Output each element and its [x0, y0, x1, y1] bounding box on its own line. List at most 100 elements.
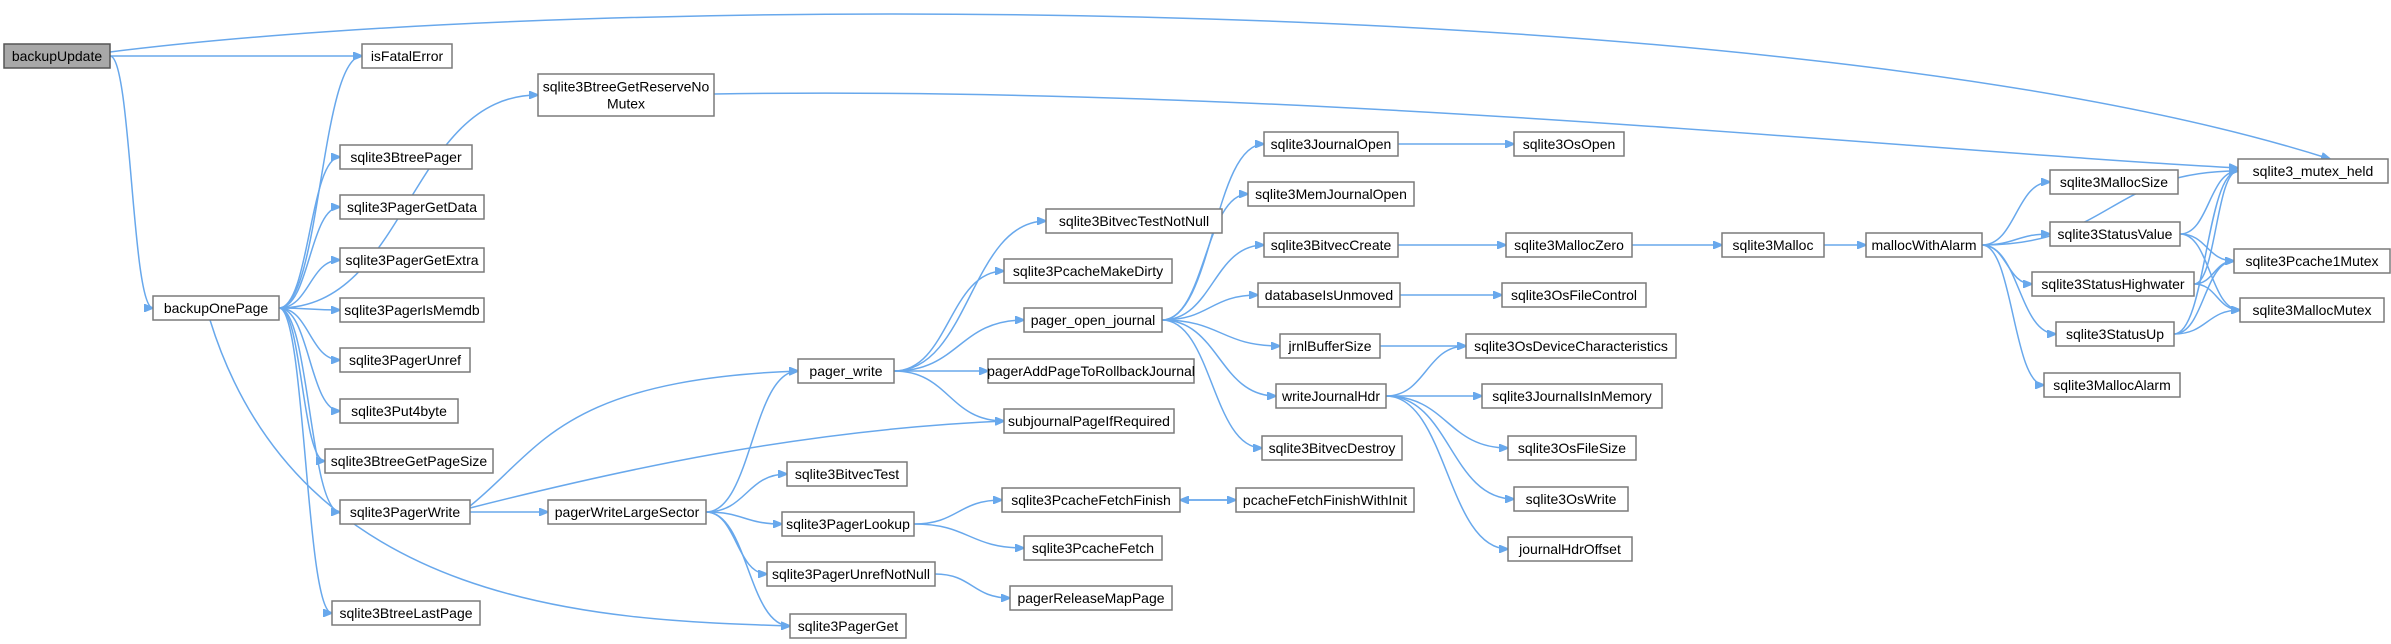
node-sqlite3OsFileSize[interactable]: sqlite3OsFileSize	[1507, 435, 1637, 461]
edge-sqlite3StatusUp-to-sqlite3MallocMutex	[2173, 310, 2240, 335]
node-label: databaseIsUnmoved	[1265, 287, 1393, 303]
node-journalHdrOffset[interactable]: journalHdrOffset	[1507, 536, 1633, 562]
node-sqlite3BtreeGetPageSize[interactable]: sqlite3BtreeGetPageSize	[324, 448, 494, 474]
edge-mallocWithAlarm-to-sqlite3StatusValue	[1981, 234, 2050, 246]
node-label: sqlite3StatusValue	[2058, 226, 2173, 242]
node-sqlite3BitvecTestNotNull[interactable]: sqlite3BitvecTestNotNull	[1045, 208, 1223, 234]
node-box	[1001, 487, 1181, 513]
node-box	[1275, 383, 1387, 409]
edge-pagerWriteLargeSector-to-sqlite3PagerLookup	[705, 511, 782, 524]
node-sqlite3StatusUp[interactable]: sqlite3StatusUp	[2055, 321, 2175, 347]
node-pagerAddPageToRollbackJournal[interactable]: pagerAddPageToRollbackJournal	[987, 358, 1195, 384]
node-sqlite3MallocAlarm[interactable]: sqlite3MallocAlarm	[2043, 372, 2181, 398]
node-sqlite3MemJournalOpen[interactable]: sqlite3MemJournalOpen	[1247, 181, 1415, 207]
node-box	[2233, 248, 2391, 274]
node-label: sqlite3_mutex_held	[2253, 163, 2374, 179]
edge-backupOnePage-to-sqlite3PagerGet	[209, 319, 790, 626]
node-box	[987, 358, 1195, 384]
node-sqlite3Malloc[interactable]: sqlite3Malloc	[1721, 232, 1825, 258]
node-sqlite3PagerIsMemdb[interactable]: sqlite3PagerIsMemdb	[339, 297, 485, 323]
node-subjournalPageIfRequired[interactable]: subjournalPageIfRequired	[1003, 408, 1175, 434]
node-sqlite3OsFileControl[interactable]: sqlite3OsFileControl	[1501, 282, 1647, 308]
node-sqlite3PcacheFetch[interactable]: sqlite3PcacheFetch	[1023, 535, 1163, 561]
node-label: writeJournalHdr	[1281, 388, 1380, 404]
node-writeJournalHdr[interactable]: writeJournalHdr	[1275, 383, 1387, 409]
node-box	[786, 461, 908, 487]
edge-backupOnePage-to-sqlite3PagerUnref	[278, 307, 340, 360]
node-sqlite3BitvecTest[interactable]: sqlite3BitvecTest	[786, 461, 908, 487]
node-box	[1507, 536, 1633, 562]
node-box	[1045, 208, 1223, 234]
node-box	[2237, 158, 2389, 184]
node-sqlite3StatusValue[interactable]: sqlite3StatusValue	[2049, 221, 2181, 247]
node-pagerWriteLargeSector[interactable]: pagerWriteLargeSector	[547, 499, 707, 525]
node-sqlite3BtreePager[interactable]: sqlite3BtreePager	[339, 144, 473, 170]
node-pcacheFetchFinishWithInit[interactable]: pcacheFetchFinishWithInit	[1235, 487, 1415, 513]
node-mallocWithAlarm[interactable]: mallocWithAlarm	[1865, 232, 1983, 258]
node-label: pagerWriteLargeSector	[555, 504, 700, 520]
node-sqlite3MallocZero[interactable]: sqlite3MallocZero	[1505, 232, 1633, 258]
node-sqlite3PagerGet[interactable]: sqlite3PagerGet	[789, 613, 907, 639]
node-label: subjournalPageIfRequired	[1008, 413, 1170, 429]
node-sqlite3PcacheMakeDirty[interactable]: sqlite3PcacheMakeDirty	[1003, 258, 1173, 284]
node-box	[339, 398, 459, 424]
edge-sqlite3PagerLookup-to-sqlite3PcacheFetchFinish	[913, 500, 1002, 525]
node-sqlite3BitvecDestroy[interactable]: sqlite3BitvecDestroy	[1261, 435, 1403, 461]
node-backupUpdate[interactable]: backupUpdate	[3, 43, 111, 69]
node-sqlite3Pcache1Mutex[interactable]: sqlite3Pcache1Mutex	[2233, 248, 2391, 274]
node-sqlite3PagerGetData[interactable]: sqlite3PagerGetData	[339, 194, 485, 220]
node-pagerReleaseMapPage[interactable]: pagerReleaseMapPage	[1009, 585, 1173, 611]
node-label: sqlite3PagerLookup	[786, 516, 910, 532]
node-label: sqlite3OsOpen	[1523, 136, 1616, 152]
node-label: sqlite3BitvecTestNotNull	[1059, 213, 1209, 229]
node-sqlite3OsDeviceCharacteristics[interactable]: sqlite3OsDeviceCharacteristics	[1465, 333, 1677, 359]
node-sqlite3PagerUnref[interactable]: sqlite3PagerUnref	[339, 347, 471, 373]
node-label: sqlite3PcacheMakeDirty	[1013, 263, 1163, 279]
node-sqlite3PagerLookup[interactable]: sqlite3PagerLookup	[781, 511, 915, 537]
node-label: Mutex	[607, 96, 645, 112]
node-label: pcacheFetchFinishWithInit	[1243, 492, 1407, 508]
node-sqlite3_mutex_held[interactable]: sqlite3_mutex_held	[2237, 158, 2389, 184]
edge-sqlite3StatusUp-to-sqlite3_mutex_held	[2173, 171, 2238, 335]
edge-pager_open_journal-to-sqlite3MemJournalOpen	[1161, 194, 1248, 321]
node-sqlite3JournalOpen[interactable]: sqlite3JournalOpen	[1263, 131, 1399, 157]
nodes-layer: backupUpdate isFatalError sqlite3BtreeGetR…	[3, 43, 2391, 639]
edge-pager_write-to-sqlite3BitvecTestNotNull	[893, 221, 1046, 372]
node-label: sqlite3JournalIsInMemory	[1492, 388, 1652, 404]
node-sqlite3OsWrite[interactable]: sqlite3OsWrite	[1513, 486, 1629, 512]
edge-pager_open_journal-to-databaseIsUnmoved	[1161, 295, 1258, 321]
edge-sqlite3StatusValue-to-sqlite3_mutex_held	[2179, 171, 2238, 235]
node-box	[766, 561, 936, 587]
node-pager_write[interactable]: pager_write	[797, 358, 895, 384]
node-label: pagerAddPageToRollbackJournal	[987, 363, 1195, 379]
node-isFatalError[interactable]: isFatalError	[361, 43, 453, 69]
node-sqlite3PagerGetExtra[interactable]: sqlite3PagerGetExtra	[339, 247, 485, 273]
node-backupOnePage[interactable]: backupOnePage	[152, 295, 280, 321]
node-label: sqlite3PagerGet	[798, 618, 899, 634]
node-databaseIsUnmoved[interactable]: databaseIsUnmoved	[1257, 282, 1401, 308]
node-box	[1257, 282, 1401, 308]
node-pager_open_journal[interactable]: pager_open_journal	[1023, 307, 1163, 333]
node-sqlite3PcacheFetchFinish[interactable]: sqlite3PcacheFetchFinish	[1001, 487, 1181, 513]
node-label: sqlite3BitvecTest	[795, 466, 899, 482]
node-sqlite3StatusHighwater[interactable]: sqlite3StatusHighwater	[2031, 271, 2195, 297]
node-sqlite3PagerUnrefNotNull[interactable]: sqlite3PagerUnrefNotNull	[766, 561, 936, 587]
node-box	[1481, 383, 1663, 409]
node-box	[339, 194, 485, 220]
node-box	[3, 43, 111, 69]
node-sqlite3PagerWrite[interactable]: sqlite3PagerWrite	[339, 499, 471, 525]
node-jrnlBufferSize[interactable]: jrnlBufferSize	[1279, 333, 1381, 359]
node-sqlite3OsOpen[interactable]: sqlite3OsOpen	[1513, 131, 1625, 157]
node-box	[1023, 535, 1163, 561]
node-label: sqlite3BtreeGetReserveNo	[543, 79, 710, 95]
node-box	[1263, 232, 1399, 258]
node-label: journalHdrOffset	[1518, 541, 1621, 557]
node-sqlite3Put4byte[interactable]: sqlite3Put4byte	[339, 398, 459, 424]
node-sqlite3MallocMutex[interactable]: sqlite3MallocMutex	[2239, 297, 2385, 323]
node-label: sqlite3Pcache1Mutex	[2245, 253, 2378, 269]
node-sqlite3BitvecCreate[interactable]: sqlite3BitvecCreate	[1263, 232, 1399, 258]
node-sqlite3BtreeLastPage[interactable]: sqlite3BtreeLastPage	[331, 600, 481, 626]
node-sqlite3MallocSize[interactable]: sqlite3MallocSize	[2049, 169, 2179, 195]
node-sqlite3JournalIsInMemory[interactable]: sqlite3JournalIsInMemory	[1481, 383, 1663, 409]
